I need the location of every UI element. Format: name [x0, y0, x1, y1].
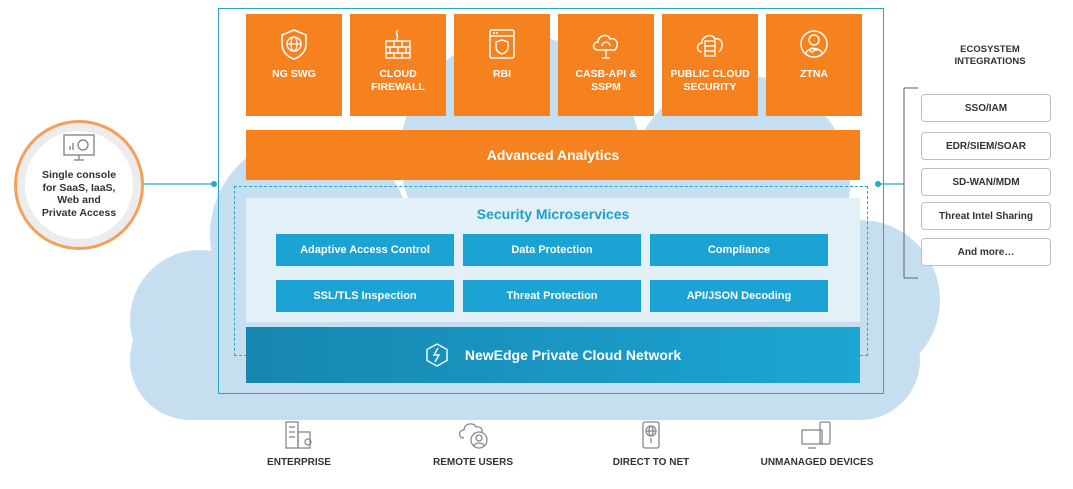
security-microservices-title: Security Microservices	[476, 206, 630, 222]
advanced-analytics-bar[interactable]: Advanced Analytics	[246, 130, 860, 180]
cloud-user-icon	[458, 423, 488, 449]
device-globe-icon	[642, 421, 660, 449]
microservice-compliance[interactable]: Compliance	[650, 234, 828, 266]
microservice-api-json-decoding[interactable]: API/JSON Decoding	[650, 280, 828, 312]
tile-label: RBI	[492, 68, 512, 80]
cloud-sync-icon	[592, 34, 618, 59]
tile-casb-api[interactable]: CASB-API & SSPM	[558, 14, 654, 116]
bottom-remote-users: REMOTE USERS	[408, 420, 538, 469]
console-text: Single console for SaaS, IaaS, Web and P…	[41, 169, 117, 219]
bottom-label: REMOTE USERS	[432, 457, 513, 468]
eco-item-edr-siem-soar[interactable]: EDR/SIEM/SOAR	[921, 132, 1051, 160]
tile-label: CASB-API & SSPM	[575, 68, 637, 93]
tile-label: NG SWG	[272, 68, 316, 80]
tile-ztna[interactable]: ZTNA	[766, 14, 862, 116]
single-console-circle: Single console for SaaS, IaaS, Web and P…	[14, 120, 144, 250]
microservice-data-protection[interactable]: Data Protection	[463, 234, 641, 266]
user-key-icon	[800, 30, 828, 58]
eco-item-and-more[interactable]: And more…	[921, 238, 1051, 266]
tile-public-cloud-security[interactable]: PUBLIC CLOUD SECURITY	[662, 14, 758, 116]
tile-label: PUBLIC CLOUD SECURITY	[670, 68, 750, 93]
microservice-adaptive-access-control[interactable]: Adaptive Access Control	[276, 234, 454, 266]
browser-shield-icon	[489, 29, 515, 59]
bottom-unmanaged-devices: UNMANAGED DEVICES	[752, 420, 882, 469]
bottom-label: UNMANAGED DEVICES	[760, 457, 874, 468]
bottom-label: DIRECT TO NET	[612, 457, 690, 468]
eco-item-sd-wan-mdm[interactable]: SD-WAN/MDM	[921, 168, 1051, 196]
microservice-threat-protection[interactable]: Threat Protection	[463, 280, 641, 312]
cloud-server-icon	[696, 34, 723, 57]
newedge-network-bar[interactable]: NewEdge Private Cloud Network	[246, 327, 860, 383]
dashboard-monitor-icon	[63, 134, 95, 161]
ecosystem-title: ECOSYSTEM INTEGRATIONS	[954, 44, 1026, 67]
console-connector	[140, 181, 217, 187]
building-icon	[285, 421, 312, 449]
tile-label: CLOUD FIREWALL	[371, 68, 425, 93]
firewall-icon	[385, 29, 411, 59]
newedge-label: NewEdge Private Cloud Network	[464, 347, 682, 363]
microservice-ssl-tls-inspection[interactable]: SSL/TLS Inspection	[276, 280, 454, 312]
network-hexagon-icon	[426, 343, 448, 367]
bottom-enterprise: ENTERPRISE	[234, 420, 364, 469]
shield-globe-icon	[281, 29, 307, 60]
tile-rbi[interactable]: RBI	[454, 14, 550, 116]
ecosystem-connector	[875, 87, 918, 279]
bottom-label: ENTERPRISE	[267, 457, 331, 468]
platform-frame	[218, 8, 884, 394]
bottom-direct-to-net: DIRECT TO NET	[586, 420, 716, 469]
eco-item-threat-intel-sharing[interactable]: Threat Intel Sharing	[921, 202, 1051, 230]
tile-label: ZTNA	[800, 68, 828, 80]
tile-cloud-firewall[interactable]: CLOUD FIREWALL	[350, 14, 446, 116]
tile-ng-swg[interactable]: NG SWG	[246, 14, 342, 116]
eco-item-sso-iam[interactable]: SSO/IAM	[921, 94, 1051, 122]
devices-icon	[801, 421, 831, 449]
